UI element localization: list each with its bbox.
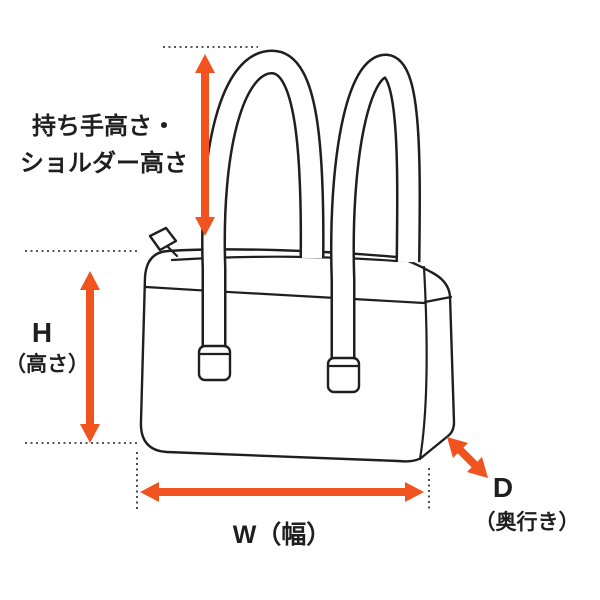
depth-label-letter: D [492, 472, 514, 503]
dotted-guides [25, 46, 430, 512]
width-arrow-head-right [405, 482, 424, 502]
handle-height-arrow [195, 54, 215, 236]
depth-arrow-head-lower [467, 457, 488, 478]
zipper-line [170, 255, 398, 263]
depth-arrow-head-upper [447, 437, 468, 458]
zipper-pull-icon [148, 226, 178, 252]
bag-top-seam [144, 285, 426, 305]
height-arrow-head-bottom [80, 424, 100, 443]
zipper-pull-link [166, 245, 179, 258]
bag-side-seam [423, 295, 453, 304]
depth-label-paren: （奥行き） [474, 511, 580, 534]
width-arrow-head-left [140, 482, 159, 502]
height-arrow-head-top [80, 271, 100, 290]
handle-height-label-line1: 持ち手高さ・ [32, 113, 176, 140]
width-label: W（幅） [232, 521, 332, 549]
handle-height-arrow-head-top [195, 54, 215, 73]
rear-handle-fill [332, 56, 419, 392]
depth-arrow-shaft [457, 447, 478, 468]
handle-height-arrow-head-bottom [195, 217, 215, 236]
handle-height-label-line2: ショルダー高さ [20, 150, 188, 177]
height-label-letter: H [31, 317, 53, 348]
height-arrow [80, 271, 100, 443]
handle-height-label: 持ち手高さ・ ショルダー高さ [12, 108, 196, 182]
bag-corner-edge [418, 265, 428, 461]
front-handle-fill [203, 52, 323, 378]
height-label-paren: （高さ） [5, 353, 89, 376]
bag-body [139, 248, 456, 463]
bag-illustration [139, 49, 456, 463]
width-arrow [140, 482, 424, 502]
depth-arrow [447, 437, 488, 478]
handle-tab-left [197, 344, 232, 382]
handle-tab-right [326, 356, 361, 394]
